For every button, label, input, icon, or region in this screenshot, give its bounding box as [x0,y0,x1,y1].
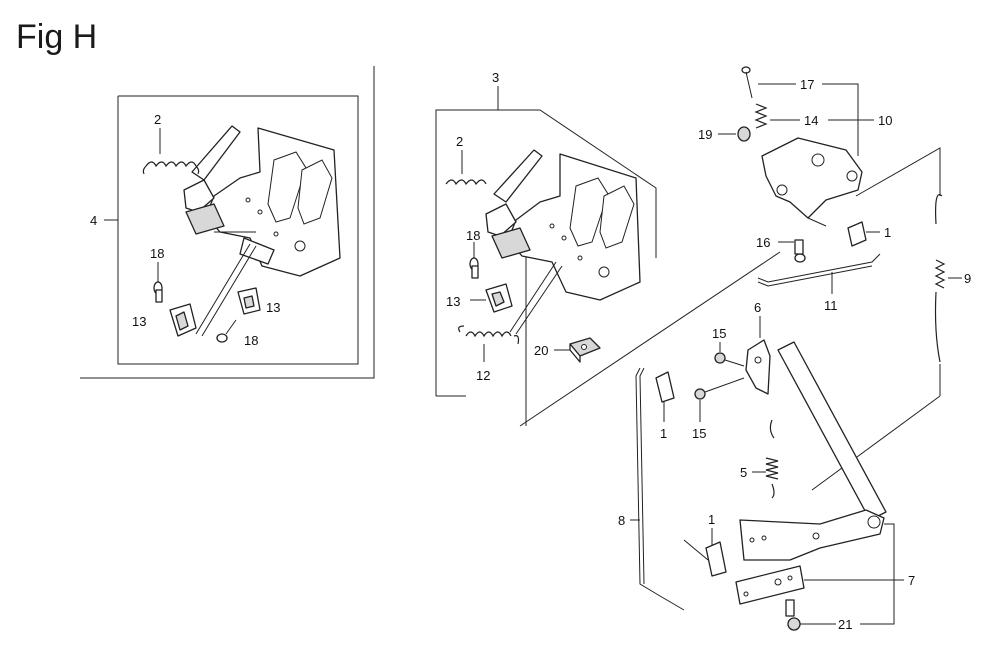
lever-6 [745,316,771,395]
spring-14 [754,103,800,129]
rod-8 [630,367,709,611]
spring-9 [934,194,962,363]
callout-21: 21 [838,617,852,632]
callout-14: 14 [804,113,818,128]
callout-2-middle: 2 [456,134,463,149]
callout-13-left-upper: 13 [266,300,280,315]
assembly-4-frame [80,66,375,379]
callout-2-left: 2 [154,112,161,127]
washer-19 [718,126,751,142]
spring-2-middle [445,150,487,186]
spring-2-left [142,128,200,175]
callout-5: 5 [740,465,747,480]
callout-12: 12 [476,368,490,383]
callout-18-middle: 18 [466,228,480,243]
clip-1-middle [655,371,675,422]
callout-17: 17 [800,77,814,92]
bolt-15-lower [694,377,745,422]
callout-20: 20 [534,343,548,358]
clip-1-upper [847,221,880,247]
callout-7-21-bracket [804,523,904,625]
callout-8: 8 [618,513,625,528]
callout-4: 4 [90,213,97,228]
control-plate-middle [485,149,641,335]
clip-13-left-lower [169,303,197,337]
clip-13-left-upper [237,287,261,315]
callout-15-lower: 15 [692,426,706,441]
guide-line-right [811,147,941,491]
bolt-21 [785,599,836,631]
callout-3: 3 [492,70,499,85]
callout-13-middle: 13 [446,294,460,309]
bolt-18-middle [469,242,479,279]
callout-19: 19 [698,127,712,142]
callout-7: 7 [908,573,915,588]
callout-1-middle: 1 [660,426,667,441]
bolt-16 [778,239,806,263]
clip-13-middle [470,283,513,313]
spring-5 [752,419,779,499]
callout-13-left-lower: 13 [132,314,146,329]
bolt-18-left-lower [216,319,237,343]
nut-20 [554,337,601,363]
callout-15-upper: 15 [712,326,726,341]
rod-11 [757,253,881,294]
callout-10-bracket-lines [822,83,874,156]
assembly-3-frame [435,86,781,427]
clip-1-lower [705,528,727,577]
bracket-10 [761,137,863,227]
screw-17 [741,66,796,99]
plate-7 [735,565,805,605]
callout-1-lower: 1 [708,512,715,527]
figure-title: Fig H [16,18,98,56]
callout-11: 11 [824,298,838,313]
callout-18-left-lower: 18 [244,333,258,348]
spring-12 [458,325,520,362]
callout-10: 10 [878,113,892,128]
callout-18-left-upper: 18 [150,246,164,261]
main-lever-arm [739,341,887,561]
callout-16: 16 [756,235,770,250]
callout-1-upper: 1 [884,225,891,240]
bolt-15-upper [714,342,745,367]
callout-labels: 4 2 18 13 13 18 3 2 18 13 12 20 17 14 10… [90,70,971,632]
control-plate-left [183,125,341,337]
bolt-18-left-upper [153,262,163,303]
callout-6: 6 [754,300,761,315]
callout-9: 9 [964,271,971,286]
